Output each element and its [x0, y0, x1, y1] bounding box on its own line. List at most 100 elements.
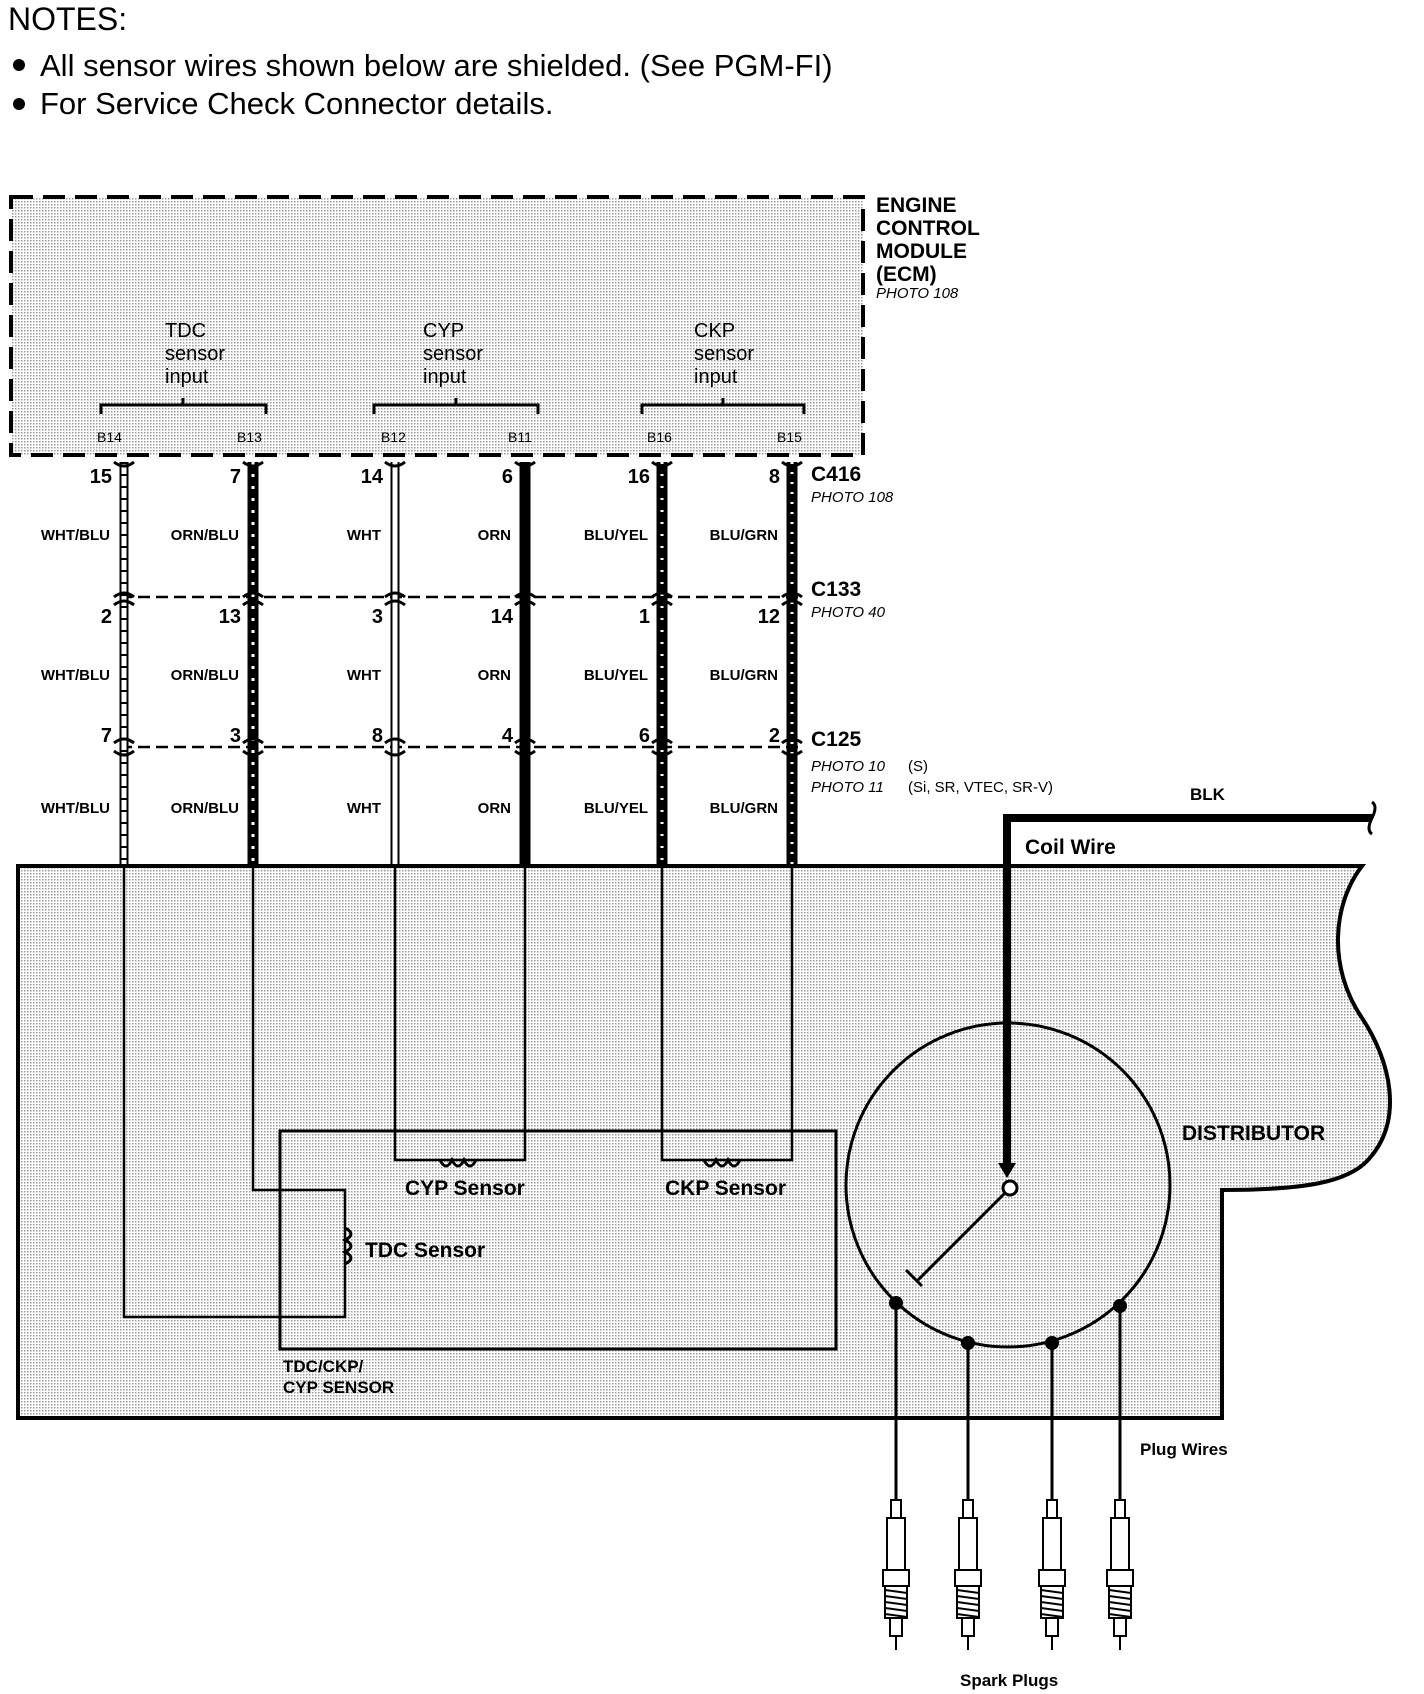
ecm-title-4: (ECM)	[876, 263, 937, 286]
tdc-bracket	[99, 398, 268, 414]
wire-color-label-wht: WHT	[347, 800, 381, 817]
pin-c125-6: 6	[639, 725, 650, 747]
pin-c133-13: 13	[219, 606, 241, 628]
distributor-label: DISTRIBUTOR	[1182, 1122, 1325, 1145]
ecm-box	[9, 195, 865, 457]
spark-plug-icon	[1038, 1499, 1066, 1650]
notes-heading: NOTES:	[8, 1, 127, 37]
pin-c416-7: 7	[230, 466, 241, 488]
wire-color-label-blu-yel: BLU/YEL	[584, 667, 648, 684]
wire-color-label-wht-blu: WHT/BLU	[41, 667, 110, 684]
wire-color-label-wht-blu: WHT/BLU	[41, 527, 110, 544]
c125-photo-1-note: (S)	[908, 758, 928, 775]
tdc-input-l3: input	[165, 366, 209, 388]
tdc-coil-icon	[341, 1226, 353, 1266]
cyp-bracket	[372, 398, 540, 414]
pin-c416-8: 8	[769, 466, 780, 488]
spark-plugs	[882, 1499, 1134, 1650]
ecm-title-2: CONTROL	[876, 217, 980, 240]
pin-c416-14: 14	[361, 466, 384, 488]
wire-color-label-orn: ORN	[478, 527, 511, 544]
wire-color-label-orn: ORN	[478, 800, 511, 817]
spark-plugs-label: Spark Plugs	[960, 1671, 1058, 1690]
wire-color-label-blu-yel: BLU/YEL	[584, 800, 648, 817]
c125-photo-1: PHOTO 10	[811, 758, 886, 775]
blk-label: BLK	[1190, 785, 1226, 804]
pin-c416-6: 6	[502, 466, 513, 488]
wire-color-labels: WHT/BLU ORN/BLU WHT ORN BLU/YEL BLU/GRN WHT/BL…	[41, 527, 778, 817]
pin-c125-7: 7	[101, 725, 112, 747]
pin-c125-8: 8	[372, 725, 383, 747]
connector-pin-marks	[113, 460, 803, 757]
connector-c416: C416	[811, 463, 861, 486]
wire-color-label-wht: WHT	[347, 527, 381, 544]
ckp-input-l3: input	[694, 366, 738, 388]
plug-wires	[889, 1296, 1127, 1510]
tdc-sensor-label: TDC Sensor	[365, 1239, 485, 1262]
pin-c133-12: 12	[758, 606, 780, 628]
c125-photo-2-note: (Si, SR, VTEC, SR-V)	[908, 779, 1053, 796]
ecm-pin-b15: B15	[777, 429, 802, 445]
distributor-body	[16, 864, 1392, 1420]
wire-color-label-wht: WHT	[347, 667, 381, 684]
ecm-title-3: MODULE	[876, 240, 967, 263]
sensor-box-label-1: TDC/CKP/	[283, 1357, 364, 1376]
sensor-box-label-2: CYP SENSOR	[283, 1378, 394, 1397]
ckp-input-l2: sensor	[694, 343, 754, 365]
spark-plug-icon	[882, 1499, 910, 1650]
connector-c133: C133	[811, 578, 861, 601]
pin-c125-2: 2	[769, 725, 780, 747]
pin-c133-1: 1	[639, 606, 650, 628]
ecm-pin-b12: B12	[381, 429, 406, 445]
wire-color-label-orn-blu: ORN/BLU	[171, 800, 239, 817]
ecm-title-1: ENGINE	[876, 194, 957, 217]
pin-c133-3: 3	[372, 606, 383, 628]
tdc-input-l1: TDC	[165, 320, 206, 342]
cyp-input-l2: sensor	[423, 343, 483, 365]
coil-wire	[1003, 814, 1372, 1165]
pin-c133-2: 2	[101, 606, 112, 628]
ecm-pin-b14: B14	[97, 429, 122, 445]
ckp-coil-icon	[702, 1156, 742, 1168]
pin-c133-14: 14	[491, 606, 514, 628]
plug-wires-label: Plug Wires	[1140, 1440, 1228, 1459]
arrow-down-icon	[998, 1163, 1016, 1178]
cyp-input-l3: input	[423, 366, 467, 388]
pin-c125-4: 4	[502, 725, 514, 747]
wire-color-label-blu-grn: BLU/GRN	[710, 667, 778, 684]
ckp-input-l1: CKP	[694, 320, 735, 342]
spark-plug-icon	[1106, 1499, 1134, 1650]
wire-color-label-orn: ORN	[478, 667, 511, 684]
pin-c125-3: 3	[230, 725, 241, 747]
pin-c416-16: 16	[628, 466, 650, 488]
wire-color-label-blu-grn: BLU/GRN	[710, 527, 778, 544]
ecm-photo: PHOTO 108	[876, 285, 959, 302]
bullet-icon	[13, 59, 25, 71]
rotor-arm	[916, 1191, 1007, 1282]
coil-wire-label: Coil Wire	[1025, 836, 1116, 859]
rotor-center	[1001, 1179, 1019, 1197]
cyp-coil-icon	[438, 1156, 478, 1168]
spark-plug-icon	[954, 1499, 982, 1650]
tdc-ckp-cyp-sensor-box	[278, 1129, 838, 1351]
ecm-pin-b13: B13	[237, 429, 262, 445]
wire-color-label-wht-blu: WHT/BLU	[41, 800, 110, 817]
wire-break-icon	[1367, 800, 1377, 836]
wire-color-label-blu-yel: BLU/YEL	[584, 527, 648, 544]
ecm-pin-b16: B16	[647, 429, 672, 445]
note-2: For Service Check Connector details.	[40, 86, 553, 121]
note-1: All sensor wires shown below are shielde…	[40, 48, 833, 83]
ckp-sensor-label: CKP Sensor	[665, 1177, 786, 1200]
ckp-bracket	[640, 398, 806, 414]
tdc-input-l2: sensor	[165, 343, 225, 365]
wire-color-label-orn-blu: ORN/BLU	[171, 527, 239, 544]
c125-photo-2: PHOTO 11	[811, 779, 884, 796]
bullet-icon	[13, 98, 25, 110]
distributor-cap	[844, 1021, 1172, 1349]
c133-photo: PHOTO 40	[811, 604, 886, 621]
wire-color-label-orn-blu: ORN/BLU	[171, 667, 239, 684]
ecm-pin-b11: B11	[508, 429, 532, 445]
cyp-input-l1: CYP	[423, 320, 464, 342]
